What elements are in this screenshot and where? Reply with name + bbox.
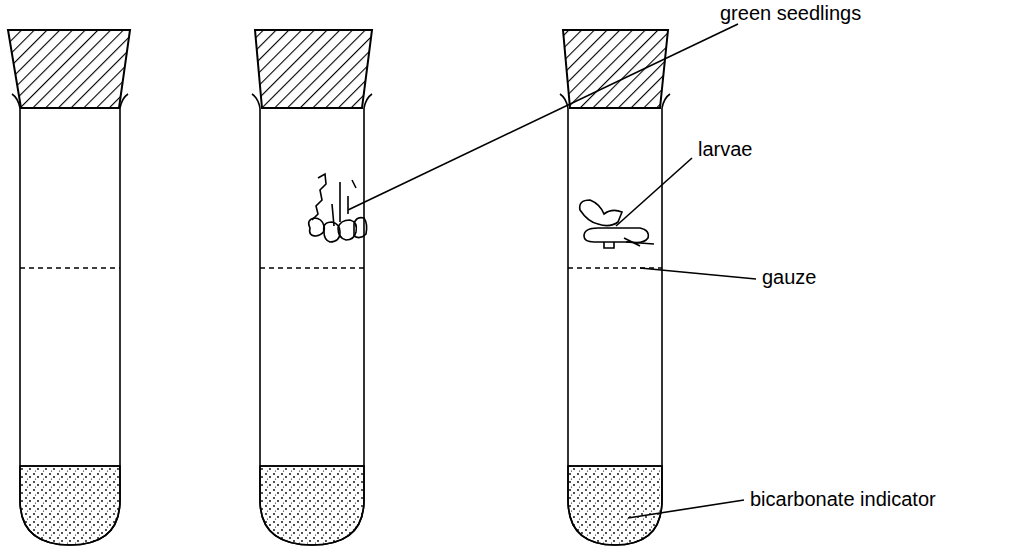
indicator [260, 466, 364, 545]
label-larvae: larvae [698, 138, 752, 160]
stopper [255, 30, 372, 108]
label-green-seedlings: green seedlings [720, 2, 861, 24]
test-tube [20, 108, 120, 545]
gauze [260, 267, 364, 269]
test-tube [568, 108, 662, 545]
label-bicarbonate-indicator: bicarbonate indicator [750, 488, 936, 510]
stopper [8, 30, 130, 108]
green-seedlings [309, 174, 367, 242]
leader-lines [348, 24, 756, 518]
indicator [20, 466, 120, 545]
larvae [580, 200, 654, 248]
stopper [563, 30, 668, 108]
test-tube [260, 108, 364, 545]
gauze [20, 267, 120, 269]
indicator [568, 466, 662, 545]
label-gauze: gauze [762, 266, 817, 288]
